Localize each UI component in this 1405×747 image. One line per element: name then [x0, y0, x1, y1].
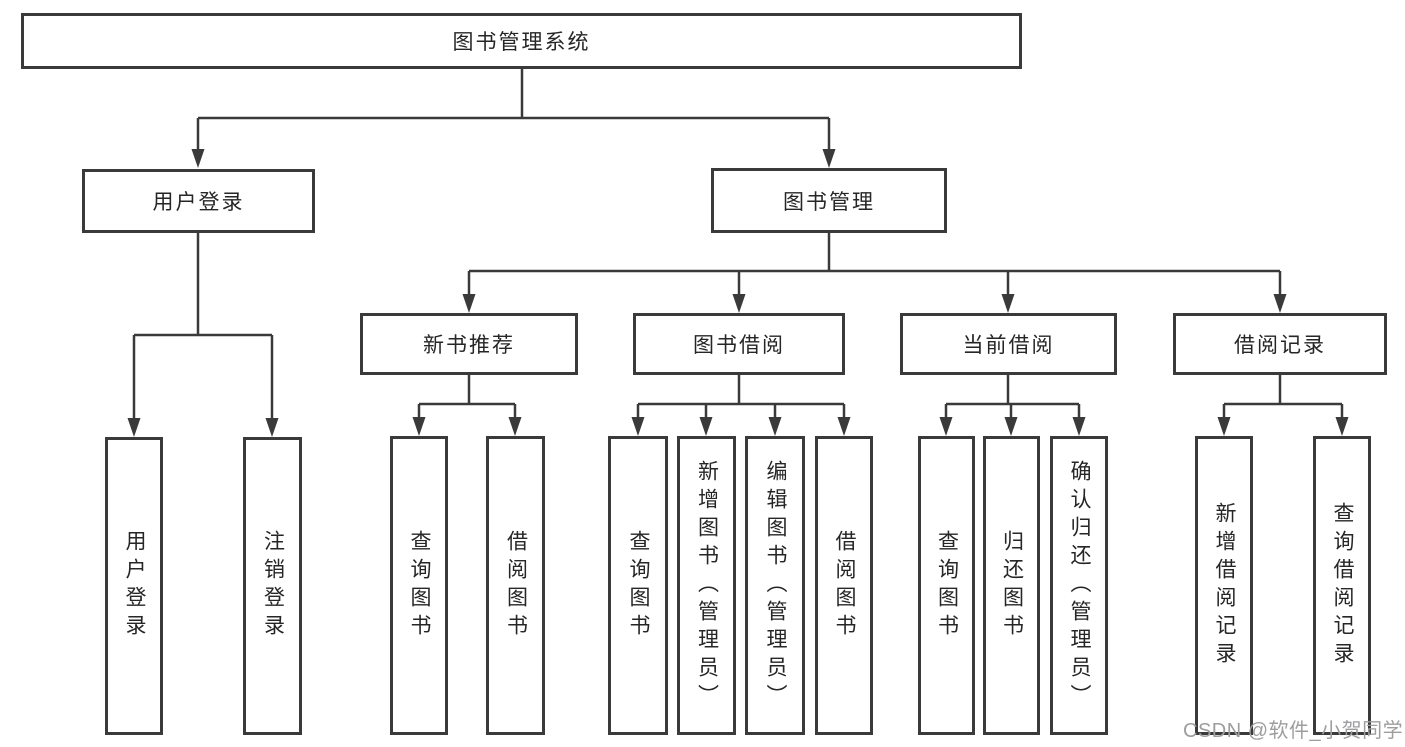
node-book-management: 图书管理 [711, 168, 947, 233]
node-current-borrow: 当前借阅 [900, 313, 1117, 375]
leaf-logout: 注销登录 [243, 437, 302, 735]
leaf-return-books: 归还图书 [983, 436, 1040, 735]
leaf-query-books-borrow: 查询图书 [608, 436, 668, 735]
leaf-query-borrow-record: 查询借阅记录 [1313, 436, 1371, 735]
leaf-borrow-books-recommend: 借阅图书 [486, 436, 545, 735]
leaf-edit-book-admin: 编辑图书（管理员） [745, 436, 805, 735]
node-borrow-records: 借阅记录 [1173, 313, 1387, 375]
node-book-borrow: 图书借阅 [633, 313, 845, 375]
leaf-add-borrow-record: 新增借阅记录 [1195, 436, 1253, 735]
leaf-add-book-admin: 新增图书（管理员） [677, 436, 736, 735]
leaf-query-books-current: 查询图书 [918, 436, 975, 735]
leaf-query-books-recommend: 查询图书 [390, 436, 448, 735]
watermark-text: CSDN @软件_小贺同学 [1183, 720, 1404, 742]
leaf-confirm-return-admin: 确认归还（管理员） [1050, 436, 1108, 735]
node-user-login: 用户登录 [82, 169, 315, 233]
leaf-borrow-books: 借阅图书 [815, 436, 873, 735]
node-new-book-recommend: 新书推荐 [360, 313, 578, 375]
leaf-user-login: 用户登录 [105, 437, 163, 735]
node-library-system: 图书管理系统 [21, 13, 1022, 69]
